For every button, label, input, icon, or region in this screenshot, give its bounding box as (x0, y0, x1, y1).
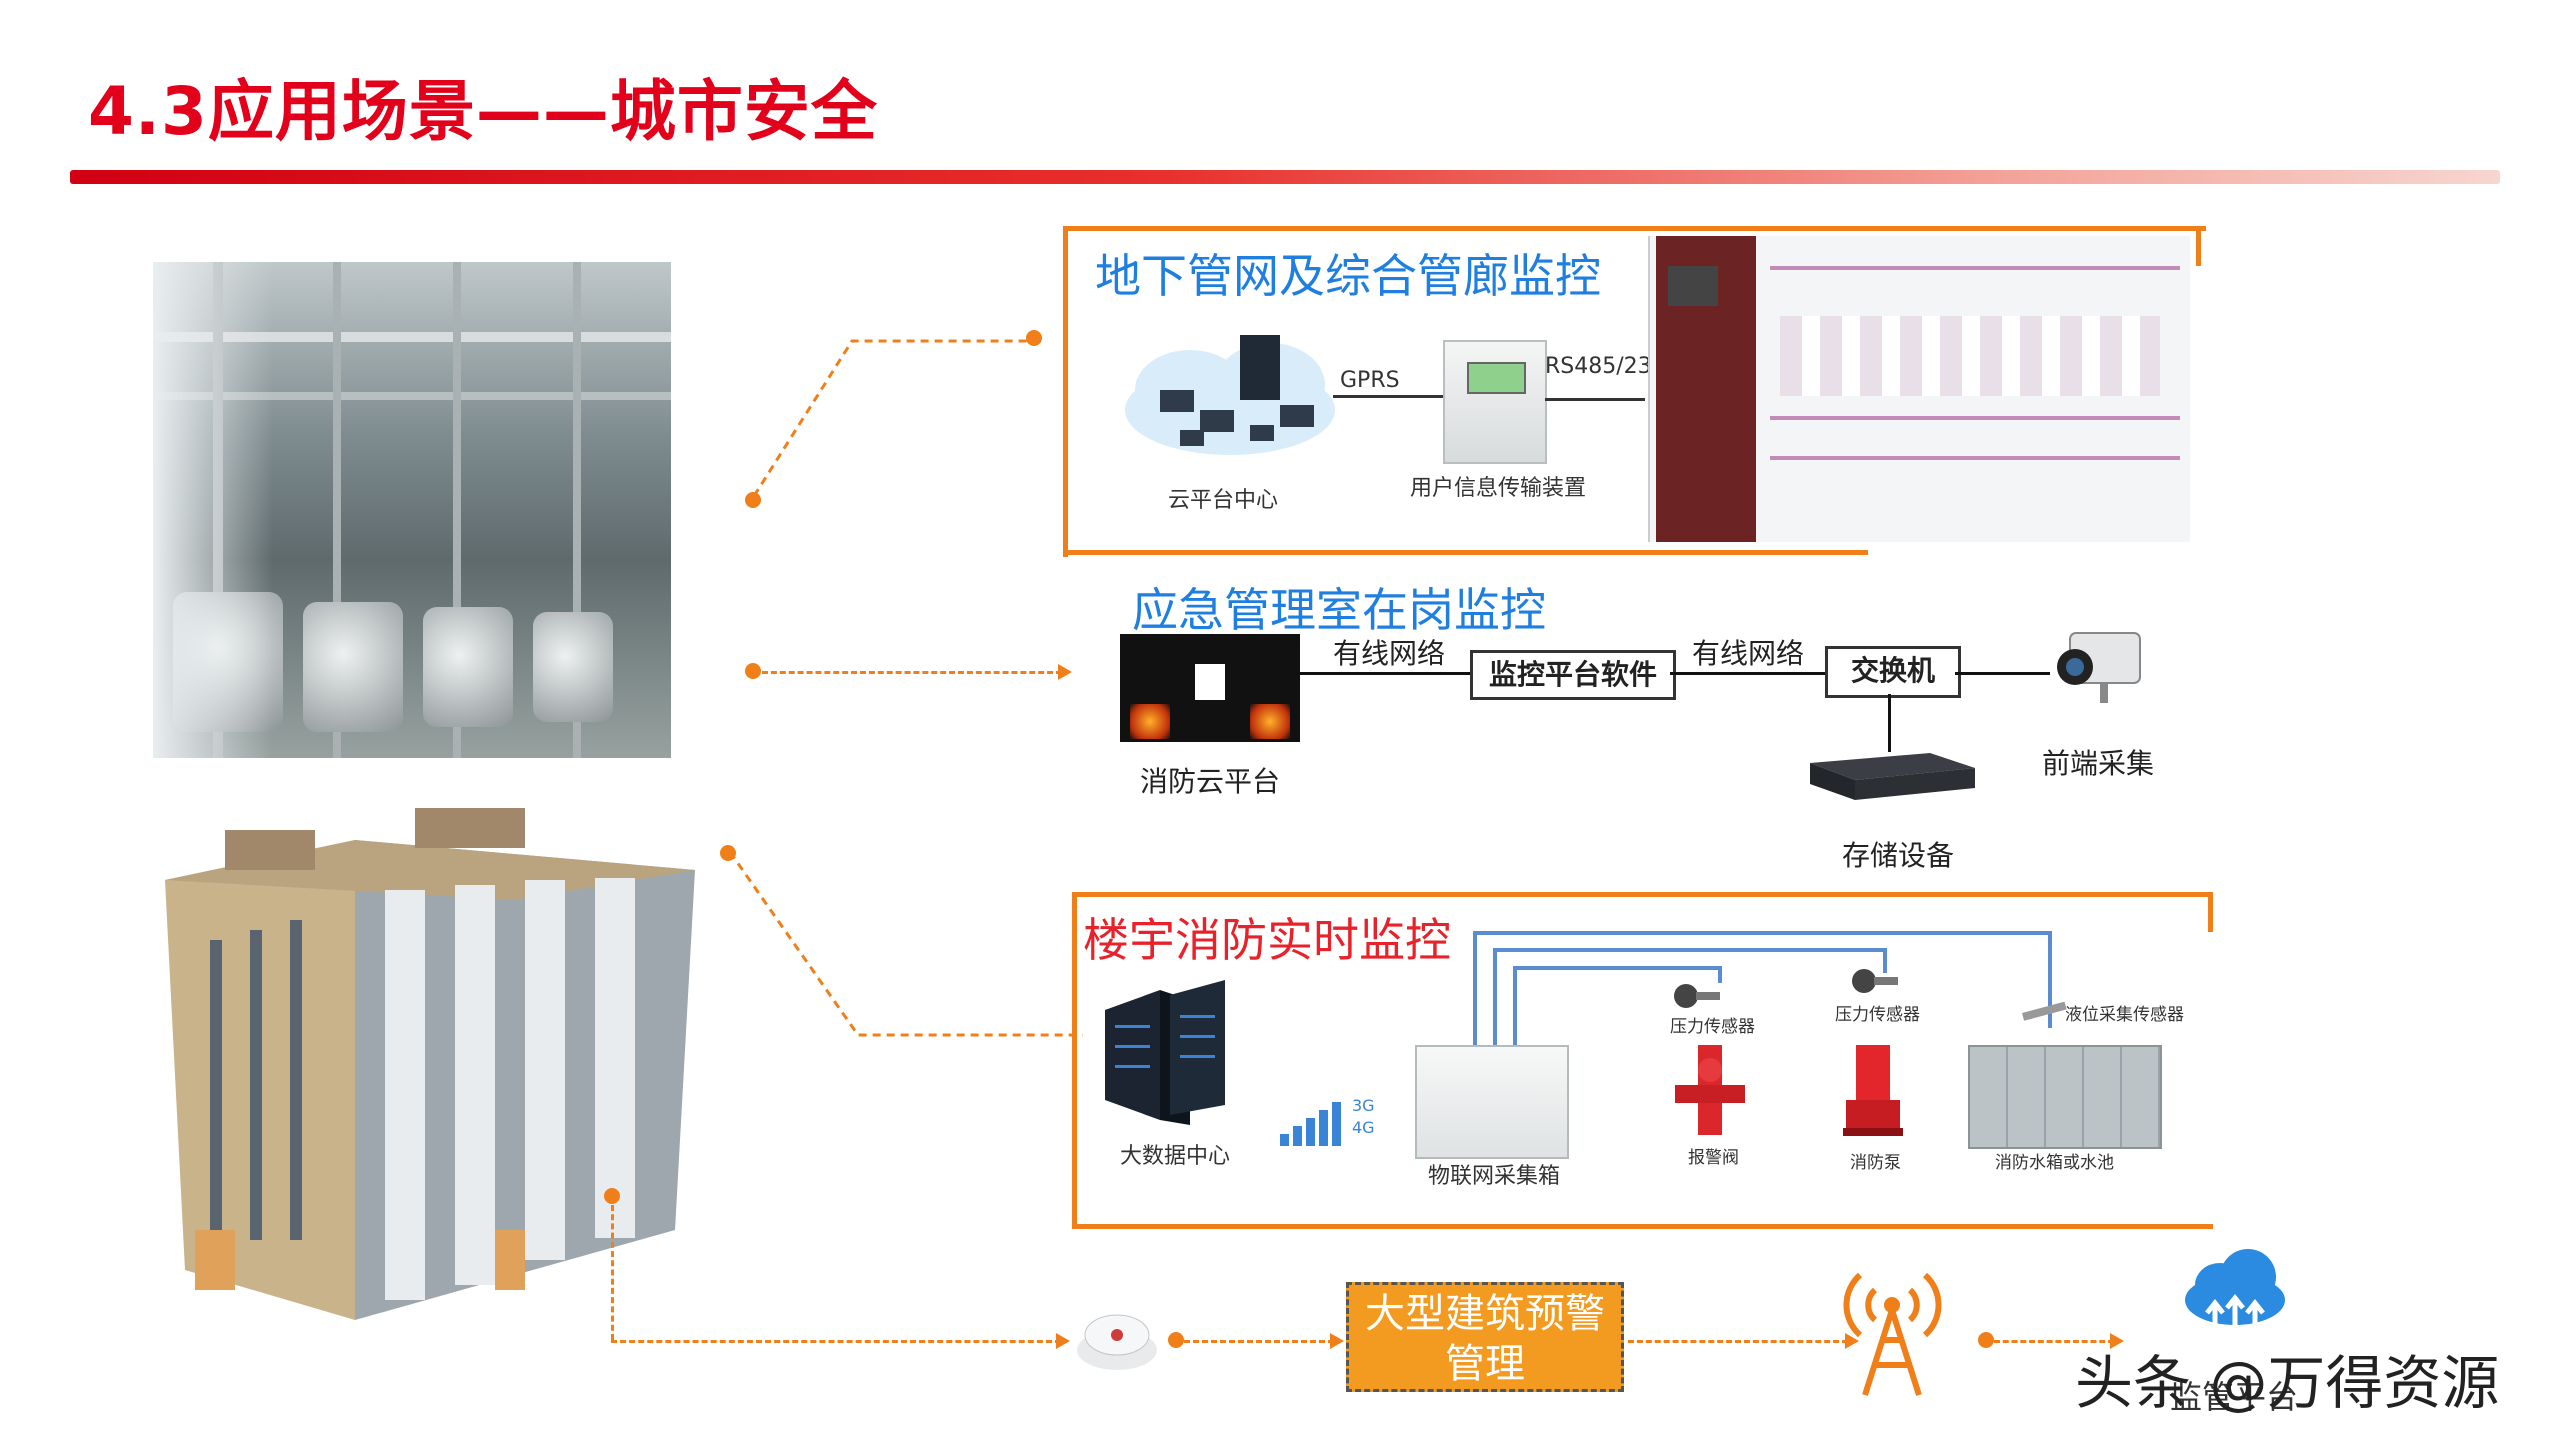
title-underline-bar (70, 170, 2500, 184)
device-label: 用户信息传输装置 (1410, 476, 1587, 501)
pressure-sensor-2-label: 压力传感器 (1835, 1005, 1920, 1025)
connector-line-4b (611, 1340, 1061, 1343)
rs-line (1545, 398, 1645, 401)
building-illustration (165, 808, 695, 1320)
connector-line-6 (1628, 1340, 1848, 1343)
section-underground-right (2196, 226, 2201, 266)
wired-label-1: 有线网络 (1333, 637, 1446, 670)
bigdata-label: 大数据中心 (1120, 1144, 1231, 1169)
connector-dot (745, 492, 761, 508)
fire-pump-icon (1843, 1045, 1903, 1136)
cloud-center-label: 云平台中心 (1168, 488, 1279, 513)
connector-dot (1978, 1332, 1994, 1348)
section-underground-bottom (1063, 550, 1868, 555)
iot-collector-box (1415, 1045, 1569, 1159)
fire-pump-label: 消防泵 (1850, 1153, 1901, 1173)
section-underground-title: 地下管网及综合管廊监控 (1095, 249, 1601, 303)
net-4g-label: 4G (1352, 1118, 1375, 1137)
fire-cloud-screen (1120, 634, 1300, 742)
user-transmission-device (1443, 340, 1547, 464)
wired-line-2 (1670, 672, 1830, 675)
server-icon (1105, 980, 1225, 1125)
signal-bars-icon (1280, 1102, 1341, 1146)
alarm-valve-icon (1675, 1045, 1745, 1135)
connector-line-2 (762, 671, 1062, 674)
warning-management-box: 大型建筑预警管理 (1346, 1282, 1624, 1392)
wired-label-2: 有线网络 (1692, 637, 1805, 670)
section-building-title: 楼宇消防实时监控 (1083, 913, 1451, 967)
section-underground-box (1063, 226, 2206, 557)
pressure-sensor-1-label: 压力传感器 (1670, 1017, 1755, 1037)
water-tank-label: 消防水箱或水池 (1995, 1153, 2114, 1173)
storage-device-icon (1810, 753, 1975, 800)
cloud-network-icon (1125, 335, 1335, 455)
supervision-platform-label: 监管平台 (2170, 1378, 2299, 1416)
arrow-right (1330, 1333, 1344, 1349)
connector-line-1 (752, 339, 1032, 497)
arrow-right (1058, 664, 1072, 680)
iot-box-label: 物联网采集箱 (1428, 1164, 1561, 1189)
section-emergency-title: 应急管理室在岗监控 (1132, 583, 1546, 637)
gprs-label: GPRS (1340, 368, 1400, 393)
camera-icon (2057, 632, 2141, 703)
front-end-label: 前端采集 (2042, 747, 2155, 780)
radio-tower-icon (1843, 1272, 1942, 1396)
connector-dot (1026, 330, 1042, 346)
storage-line (1888, 694, 1891, 752)
page-title: 4.3应用场景——城市安全 (88, 73, 878, 150)
connector-dot (1168, 1332, 1184, 1348)
sensor-wiring (1473, 931, 2052, 1053)
water-tank-image (1968, 1045, 2162, 1149)
connector-line-4 (611, 1205, 614, 1340)
storage-label: 存储设备 (1842, 839, 1955, 872)
camera-line (1955, 672, 2050, 675)
factory-photo (153, 262, 671, 758)
net-3g-label: 3G (1352, 1096, 1375, 1115)
arrow-right (2110, 1333, 2124, 1349)
arrow-right (1056, 1333, 1070, 1349)
cloud-upload-icon (2185, 1249, 2285, 1335)
pressure-sensor-icon (1674, 984, 1720, 1008)
switch-box: 交换机 (1825, 646, 1961, 698)
connector-line-5 (1184, 1340, 1334, 1343)
fire-control-panel-image (1648, 236, 2190, 542)
gprs-line (1333, 395, 1443, 398)
connector-dot (745, 663, 761, 679)
smoke-detector-icon (1077, 1314, 1157, 1370)
section-building-right (2208, 892, 2213, 932)
level-sensor-icon (2022, 1001, 2067, 1021)
level-sensor-label: 液位采集传感器 (2065, 1005, 2184, 1025)
wired-line-1 (1300, 672, 1470, 675)
watermark-text: 头条 @万得资源 (2075, 1349, 2500, 1417)
section-building-box (1072, 892, 2213, 1229)
connector-dot (604, 1188, 620, 1204)
connector-line-3 (728, 851, 1083, 1037)
connector-line-7 (1994, 1340, 2114, 1343)
alarm-valve-label: 报警阀 (1688, 1148, 1739, 1168)
arrow-right (1845, 1333, 1859, 1349)
fire-cloud-label: 消防云平台 (1140, 765, 1281, 798)
pressure-sensor-icon (1852, 969, 1898, 993)
rs-label: RS485/232 (1545, 354, 1666, 379)
monitor-software-box: 监控平台软件 (1470, 650, 1676, 700)
